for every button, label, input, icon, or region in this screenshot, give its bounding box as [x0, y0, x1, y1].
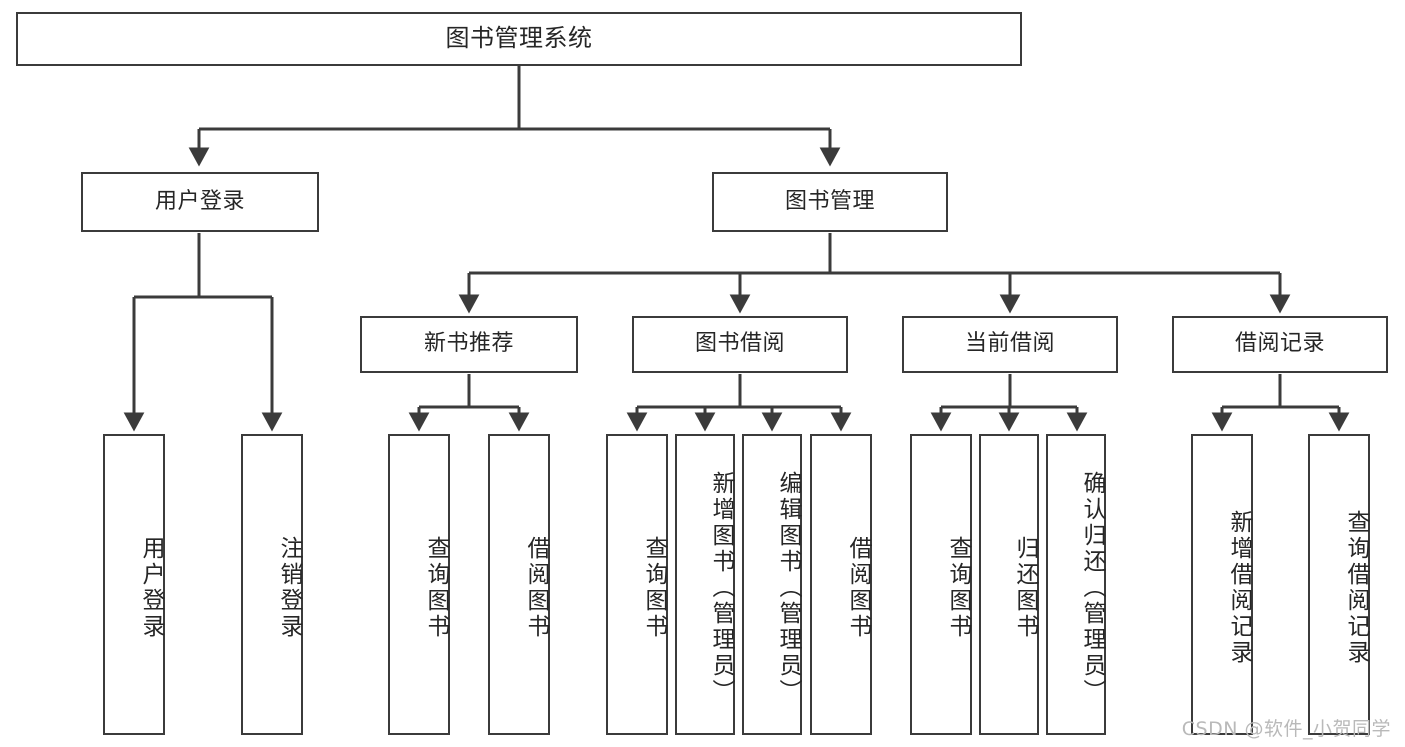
leaf-borrow-record-query-label: 查询借阅记录 [1343, 509, 1369, 666]
node-root-system-label: 图书管理系统 [445, 24, 593, 53]
leaf-book-borrow-edit[interactable]: 编辑图书（管理员） [742, 434, 802, 735]
node-borrow-record[interactable]: 借阅记录 [1172, 316, 1388, 373]
leaf-current-borrow-return-label: 归还图书 [1012, 535, 1038, 640]
node-user-login[interactable]: 用户登录 [81, 172, 319, 232]
leaf-book-borrow-borrow-label: 借阅图书 [845, 535, 871, 640]
leaf-borrow-record-query[interactable]: 查询借阅记录 [1308, 434, 1370, 735]
leaf-user-login-login-label: 用户登录 [138, 535, 164, 640]
leaf-book-borrow-borrow[interactable]: 借阅图书 [810, 434, 872, 735]
node-user-login-label: 用户登录 [154, 188, 245, 214]
node-current-borrow-label: 当前借阅 [964, 331, 1055, 357]
node-new-book-recommend-label: 新书推荐 [423, 331, 514, 357]
leaf-book-borrow-query-label: 查询图书 [641, 535, 667, 640]
leaf-book-borrow-add[interactable]: 新增图书（管理员） [675, 434, 735, 735]
node-book-borrow[interactable]: 图书借阅 [632, 316, 848, 373]
node-new-book-recommend[interactable]: 新书推荐 [360, 316, 578, 373]
node-borrow-record-label: 借阅记录 [1234, 331, 1325, 357]
leaf-current-borrow-return[interactable]: 归还图书 [979, 434, 1039, 735]
watermark-credit: CSDN @软件_小贺同学 [1181, 718, 1391, 740]
leaf-new-book-query-label: 查询图书 [423, 535, 449, 640]
leaf-current-borrow-confirm-label: 确认归还（管理员） [1079, 470, 1105, 705]
leaf-user-login-logout-label: 注销登录 [276, 535, 302, 640]
leaf-current-borrow-query[interactable]: 查询图书 [910, 434, 972, 735]
leaf-new-book-borrow[interactable]: 借阅图书 [488, 434, 550, 735]
leaf-new-book-query[interactable]: 查询图书 [388, 434, 450, 735]
node-book-manage[interactable]: 图书管理 [712, 172, 948, 232]
leaf-user-login-logout[interactable]: 注销登录 [241, 434, 303, 735]
leaf-book-borrow-query[interactable]: 查询图书 [606, 434, 668, 735]
node-book-borrow-label: 图书借阅 [694, 331, 785, 357]
leaf-current-borrow-confirm[interactable]: 确认归还（管理员） [1046, 434, 1106, 735]
leaf-user-login-login[interactable]: 用户登录 [103, 434, 165, 735]
leaf-book-borrow-edit-label: 编辑图书（管理员） [775, 470, 801, 705]
node-current-borrow[interactable]: 当前借阅 [902, 316, 1118, 373]
leaf-borrow-record-add[interactable]: 新增借阅记录 [1191, 434, 1253, 735]
leaf-current-borrow-query-label: 查询图书 [945, 535, 971, 640]
leaf-new-book-borrow-label: 借阅图书 [523, 535, 549, 640]
node-book-manage-label: 图书管理 [784, 188, 875, 214]
leaf-book-borrow-add-label: 新增图书（管理员） [708, 470, 734, 705]
leaf-borrow-record-add-label: 新增借阅记录 [1226, 509, 1252, 666]
node-root-system[interactable]: 图书管理系统 [16, 12, 1022, 66]
